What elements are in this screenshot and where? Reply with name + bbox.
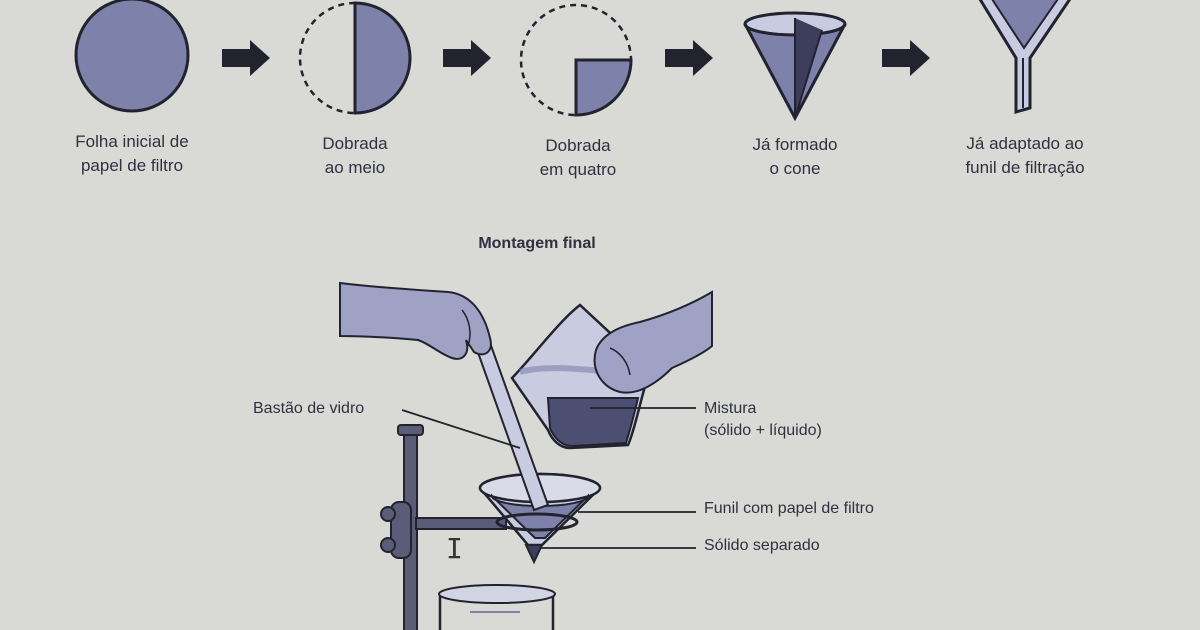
right-hand [593, 290, 713, 394]
step-label-cone: Já formado o cone [752, 135, 838, 178]
step-label-folded-quarter: Dobrada em quatro [539, 136, 617, 179]
label-separated-solid: Sólido separado [704, 537, 820, 554]
arrow-icon [665, 40, 713, 76]
label-glass-rod: Bastão de vidro [253, 400, 365, 417]
paper-cone [743, 11, 847, 122]
filter-paper-circle [74, 0, 190, 113]
arrow-icon [882, 40, 930, 76]
paper-folded-quarter [519, 3, 633, 117]
assembly-title: Montagem final [478, 235, 596, 252]
rod-leader-line [401, 409, 521, 449]
funnel-with-paper [978, 0, 1072, 114]
receiving-beaker [438, 584, 556, 630]
label-mixture: Mistura (sólido + líquido) [704, 400, 822, 439]
left-hand [339, 281, 492, 360]
text-cursor-icon: I [446, 532, 463, 565]
step-label-initial-sheet: Folha inicial de papel de filtro [75, 132, 189, 175]
label-funnel-filter-paper: Funil com papel de filtro [704, 500, 874, 517]
arrow-icon [222, 40, 270, 76]
step-label-folded-half: Dobrada ao meio [322, 134, 388, 177]
step-label-funnel-adapted: Já adaptado ao funil de filtração [965, 134, 1085, 177]
ring-stand [380, 424, 507, 630]
arrow-icon [443, 40, 491, 76]
paper-folded-half [298, 1, 412, 115]
